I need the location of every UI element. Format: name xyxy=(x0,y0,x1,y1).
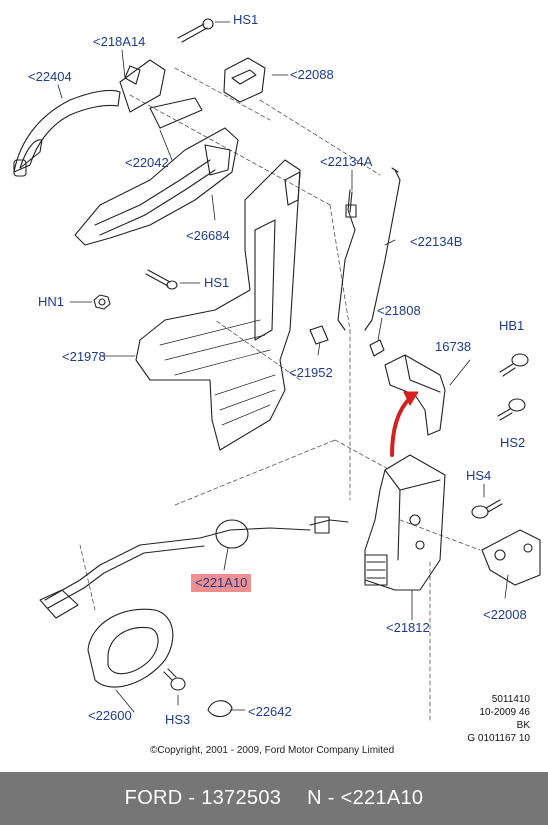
screw-hs1-mid xyxy=(145,269,178,290)
reference-line-1: 5011410 xyxy=(491,694,530,705)
label-22088: <22088 xyxy=(290,67,334,82)
label-22008: <22008 xyxy=(483,607,527,622)
label-hs1-mid: HS1 xyxy=(204,275,230,290)
label-21952: <21952 xyxy=(289,365,333,380)
label-21808: <21808 xyxy=(377,303,421,318)
label-22642: <22642 xyxy=(248,704,292,719)
footer-part-number: FORD - 1372503 xyxy=(124,787,282,809)
label-22134a: <22134A xyxy=(320,154,373,169)
screw-hs3 xyxy=(163,668,186,691)
label-22404: <22404 xyxy=(28,69,72,84)
assembly-arrow xyxy=(390,391,419,457)
label-hn1: HN1 xyxy=(38,294,65,309)
label-hs3: HS3 xyxy=(165,712,191,727)
label-22134b: <22134B xyxy=(410,234,463,249)
label-hs2: HS2 xyxy=(500,435,526,450)
footer-bar: FORD - 1372503 N - <221A10 xyxy=(0,772,548,825)
control-rods xyxy=(337,167,401,331)
small-clips xyxy=(309,325,385,357)
diagram-drawing xyxy=(13,18,541,721)
door-frame xyxy=(135,159,301,451)
label-hs4: HS4 xyxy=(466,468,492,483)
copyright-notice: ©Copyright, 2001 - 2009, Ford Motor Comp… xyxy=(150,745,395,756)
inside-handle-bezel xyxy=(87,608,174,688)
label-21812: <21812 xyxy=(386,620,430,635)
reference-line-2: 10-2009 46 xyxy=(479,707,530,718)
label-22042: <22042 xyxy=(125,155,169,170)
label-hb1: HB1 xyxy=(499,318,525,333)
bolts-hb1-hs2 xyxy=(497,353,529,421)
reference-line-3: BK xyxy=(516,720,530,731)
label-218a14: <218A14 xyxy=(93,34,146,49)
footer-reference: N - <221A10 xyxy=(307,787,424,809)
label-hs1-top: HS1 xyxy=(233,12,259,27)
handle-bracket xyxy=(74,59,239,246)
lock-cover xyxy=(384,354,446,436)
cap-22642 xyxy=(207,700,233,718)
label-22600: <22600 xyxy=(88,708,132,723)
label-221a10-highlighted: <221A10 xyxy=(191,574,252,592)
release-cable xyxy=(39,516,349,619)
striker xyxy=(471,499,541,586)
outside-handle xyxy=(13,89,121,177)
exploded-parts-diagram: HS1 <218A14 <22404 <22088 <22042 <26684 … xyxy=(13,12,541,756)
lock-actuator xyxy=(364,454,446,591)
nut-hn1 xyxy=(93,294,111,310)
clip-22088 xyxy=(223,57,266,103)
diagram-reference-block: 5011410 10-2009 46 BK G 0101167 10 xyxy=(467,693,530,745)
reference-line-4: G 0101167 10 xyxy=(467,733,530,744)
screw-hs1-top xyxy=(177,18,214,43)
label-26684: <26684 xyxy=(186,228,230,243)
label-16738: 16738 xyxy=(435,339,472,354)
leader-lines xyxy=(57,21,509,713)
label-21978: <21978 xyxy=(62,349,106,364)
